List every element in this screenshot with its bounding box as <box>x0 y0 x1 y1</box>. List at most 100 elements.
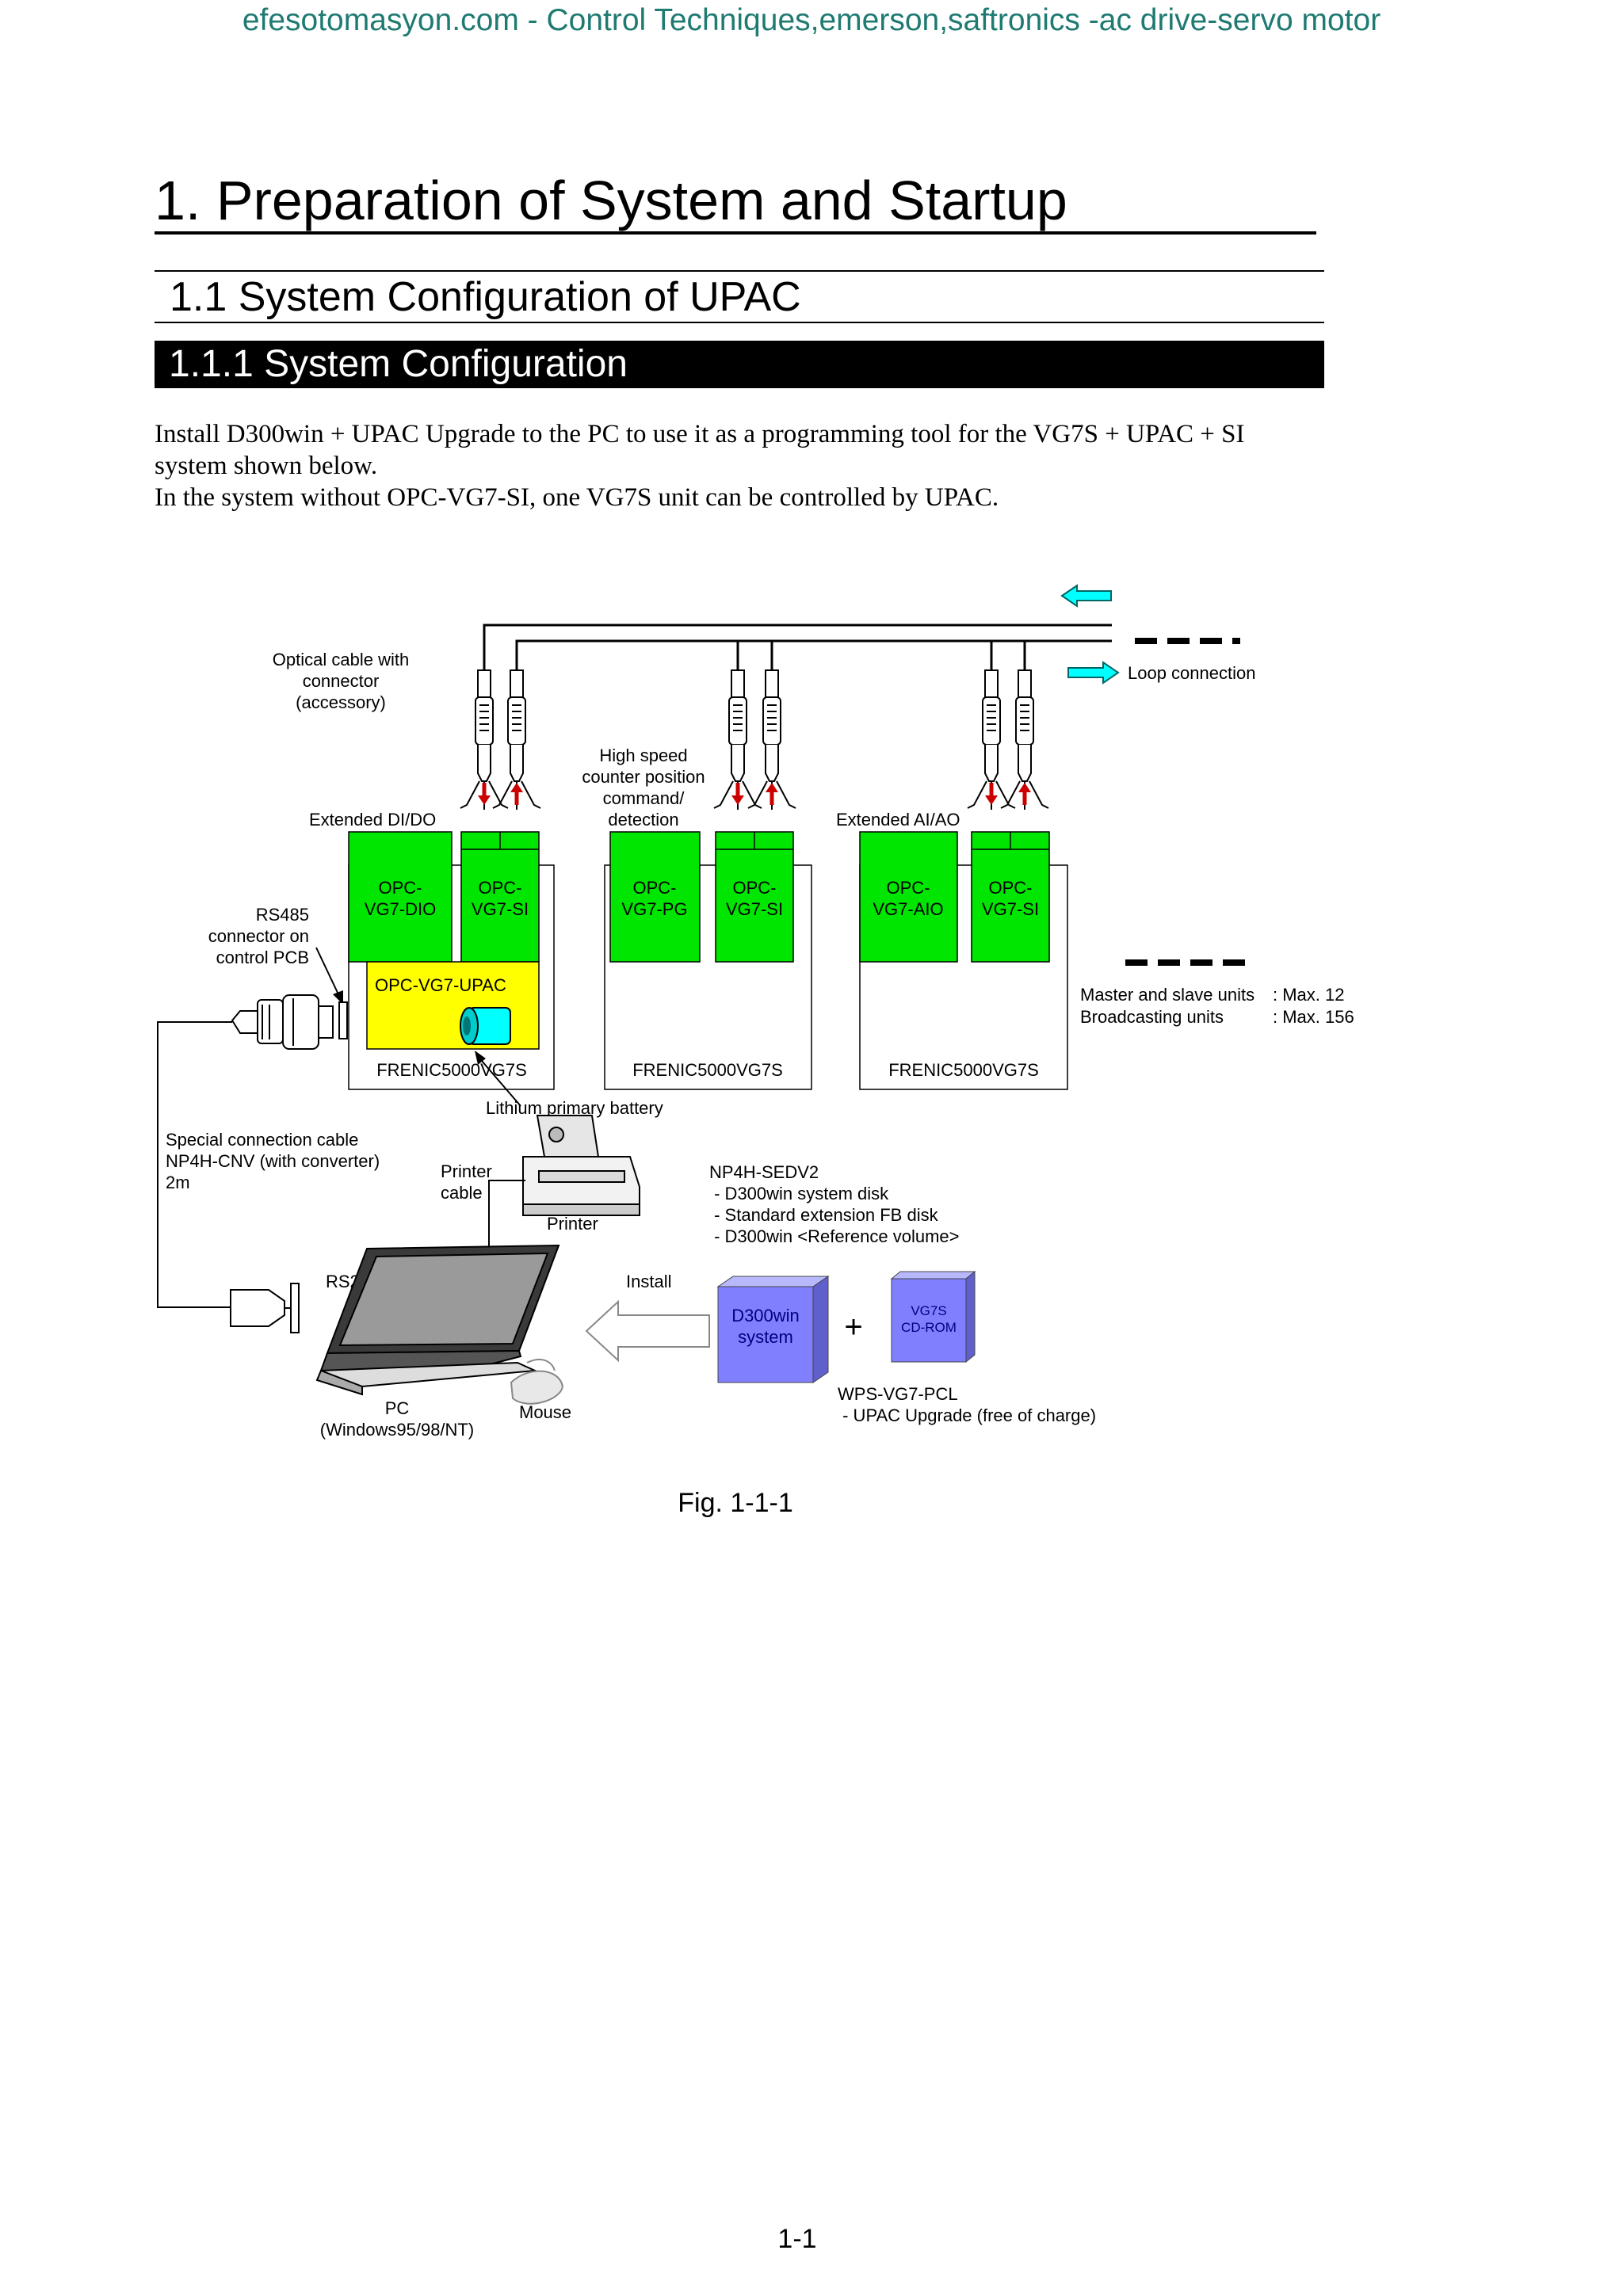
chapter-underline <box>155 231 1316 235</box>
svg-text:2m: 2m <box>166 1173 190 1192</box>
svg-text:CD-ROM: CD-ROM <box>901 1320 957 1335</box>
svg-text:PC: PC <box>385 1398 410 1418</box>
body-line: system shown below. <box>155 452 378 480</box>
svg-text:VG7S: VG7S <box>911 1303 946 1318</box>
extended-aiao-label: Extended AI/AO <box>836 810 960 830</box>
svg-text:Broadcasting units: Broadcasting units <box>1080 1007 1224 1027</box>
svg-text:D300win: D300win <box>731 1306 800 1325</box>
battery-icon <box>460 1007 511 1045</box>
install-arrow-icon <box>585 1299 710 1363</box>
inverter-label-1: FRENIC5000VG7S <box>376 1060 527 1080</box>
svg-text:connector: connector <box>303 671 380 691</box>
subsection-bar: 1.1.1 System Configuration <box>155 341 1324 388</box>
optical-connectors <box>475 669 1034 782</box>
svg-text:- D300win system disk: - D300win system disk <box>709 1184 889 1203</box>
body-line: In the system without OPC-VG7-SI, one VG… <box>155 483 999 512</box>
battery-arrow <box>475 1051 521 1107</box>
card-opc-vg7-dio-l1: OPC- <box>379 878 422 898</box>
mouse-label: Mouse <box>519 1402 571 1422</box>
svg-text:Printer: Printer <box>441 1161 492 1181</box>
inverter-unit-1: OPC- VG7-DIO OPC- VG7-SI OPC-VG7-UPAC FR… <box>348 831 555 1090</box>
page-number: 1-1 <box>777 2224 817 2254</box>
svg-text:connector on: connector on <box>208 926 309 946</box>
pc-label: PC (Windows95/98/NT) <box>320 1398 474 1440</box>
svg-text:system: system <box>738 1327 793 1347</box>
chapter-title: 1. Preparation of System and Startup <box>155 170 1067 231</box>
optical-loop-lines <box>483 624 1112 670</box>
svg-text:RS485: RS485 <box>256 905 309 925</box>
svg-text:(Windows95/98/NT): (Windows95/98/NT) <box>320 1420 474 1440</box>
loop-connection-label: Loop connection <box>1128 663 1255 683</box>
card-opc-vg7-si-1-l1: OPC- <box>479 878 522 898</box>
loop-arrow-right-icon <box>1067 661 1120 685</box>
system-configuration-diagram: Loop connection Optical cable with conne… <box>157 584 1354 1440</box>
card-opc-vg7-pg-l2: VG7-PG <box>621 899 687 919</box>
rs485-plug-icon <box>231 994 334 1050</box>
svg-text:: Max. 12: : Max. 12 <box>1273 985 1344 1005</box>
d300win-software-box: D300win system <box>716 1276 830 1383</box>
svg-text:cable: cable <box>441 1183 483 1203</box>
subsection-title: 1.1.1 System Configuration <box>169 343 628 385</box>
laptop-pc-icon <box>315 1244 560 1396</box>
battery-label: Lithium primary battery <box>486 1098 663 1118</box>
svg-text:- Standard extension FB disk: - Standard extension FB disk <box>709 1205 939 1225</box>
svg-text:WPS-VG7-PCL: WPS-VG7-PCL <box>838 1384 958 1404</box>
watermark-header: efesotomasyon.com - Control Techniques,e… <box>242 3 1381 37</box>
si-plug-sockets <box>460 780 1049 810</box>
inverter-unit-2: OPC- VG7-PG OPC- VG7-SI FRENIC5000VG7S <box>604 831 812 1090</box>
printer-cable-label: Printer cable <box>441 1161 492 1203</box>
svg-text:: Max. 156: : Max. 156 <box>1273 1007 1354 1027</box>
svg-text:Master and slave units: Master and slave units <box>1080 985 1254 1005</box>
mouse-icon <box>510 1358 564 1405</box>
inverter-unit-3: OPC- VG7-AIO OPC- VG7-SI FRENIC5000VG7S <box>859 831 1068 1090</box>
rs485-label: RS485 connector on control PCB <box>208 905 309 967</box>
svg-text:command/: command/ <box>603 788 685 808</box>
card-opc-vg7-aio-l2: VG7-AIO <box>873 899 943 919</box>
signal-direction-arrows <box>478 783 1031 805</box>
svg-text:(accessory): (accessory) <box>296 692 386 712</box>
card-opc-vg7-upac: OPC-VG7-UPAC <box>375 975 506 995</box>
svg-text:control PCB: control PCB <box>216 948 309 967</box>
rs485-socket <box>338 1001 348 1039</box>
printer-icon <box>522 1115 640 1216</box>
extended-dido-label: Extended DI/DO <box>309 810 436 830</box>
printer-cable-line <box>488 1180 525 1250</box>
loop-arrow-left-icon <box>1060 584 1112 608</box>
inverter-label-2: FRENIC5000VG7S <box>632 1060 783 1080</box>
inverter-label-3: FRENIC5000VG7S <box>888 1060 1039 1080</box>
np4h-sedv2-label: NP4H-SEDV2 - D300win system disk - Stand… <box>709 1162 960 1246</box>
optical-cable-label: Optical cable with connector (accessory) <box>273 650 409 712</box>
card-opc-vg7-si-2-l2: VG7-SI <box>726 899 783 919</box>
card-opc-vg7-si-3-l1: OPC- <box>989 878 1033 898</box>
printer-label: Printer <box>547 1214 598 1234</box>
svg-text:- UPAC Upgrade (free of charge: - UPAC Upgrade (free of charge) <box>838 1405 1096 1425</box>
wps-vg7-pcl-label: WPS-VG7-PCL - UPAC Upgrade (free of char… <box>838 1384 1096 1425</box>
section-rule-bottom <box>155 322 1324 323</box>
card-opc-vg7-si-3-l2: VG7-SI <box>982 899 1039 919</box>
card-opc-vg7-pg-l1: OPC- <box>633 878 677 898</box>
svg-text:- D300win <Reference volume>: - D300win <Reference volume> <box>709 1226 960 1246</box>
svg-text:detection: detection <box>608 810 678 830</box>
section-rule-top <box>155 270 1324 272</box>
rs232c-plug-icon <box>230 1283 300 1333</box>
svg-text:NP4H-CNV (with converter): NP4H-CNV (with converter) <box>166 1151 380 1171</box>
unit-limits: Master and slave units : Max. 12 Broadca… <box>1080 985 1354 1027</box>
body-line: Install D300win + UPAC Upgrade to the PC… <box>155 420 1245 448</box>
body-paragraph: Install D300win + UPAC Upgrade to the PC… <box>155 418 1327 513</box>
plus-sign: + <box>844 1310 862 1344</box>
cdrom-box: VG7S CD-ROM <box>890 1270 976 1363</box>
svg-text:NP4H-SEDV2: NP4H-SEDV2 <box>709 1162 819 1182</box>
svg-text:High speed: High speed <box>599 746 687 765</box>
card-opc-vg7-si-2-l1: OPC- <box>733 878 777 898</box>
special-cable-label: Special connection cable NP4H-CNV (with … <box>166 1130 380 1192</box>
svg-text:Special connection cable: Special connection cable <box>166 1130 358 1150</box>
svg-text:counter position: counter position <box>582 767 705 787</box>
install-label: Install <box>626 1272 671 1291</box>
card-opc-vg7-si-1-l2: VG7-SI <box>472 899 529 919</box>
rs485-arrow <box>315 947 343 1005</box>
card-opc-vg7-dio-l2: VG7-DIO <box>365 899 436 919</box>
card-opc-vg7-aio-l1: OPC- <box>887 878 930 898</box>
high-speed-label: High speed counter position command/ det… <box>582 746 705 830</box>
svg-text:Optical cable with: Optical cable with <box>273 650 409 669</box>
figure-caption: Fig. 1-1-1 <box>678 1488 793 1518</box>
